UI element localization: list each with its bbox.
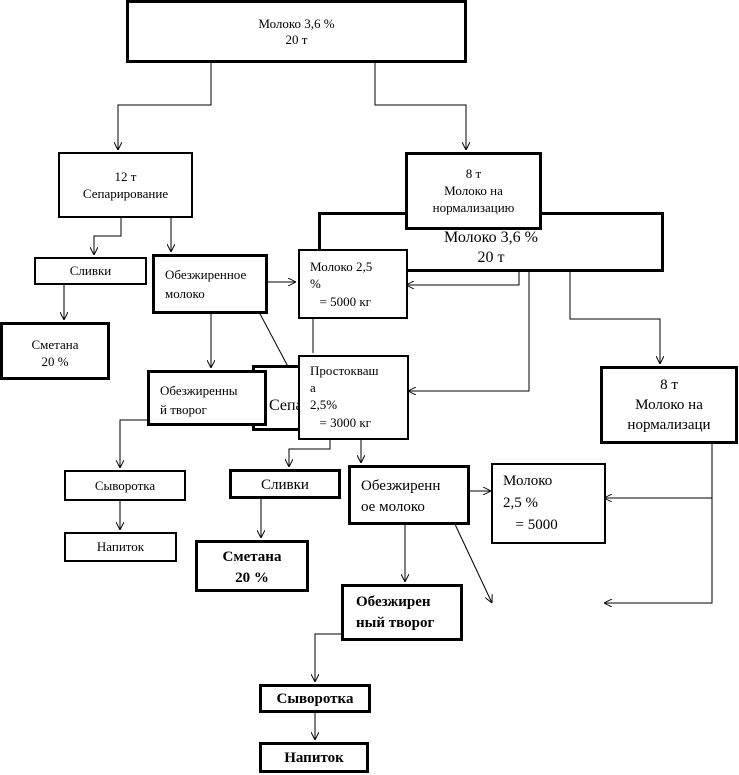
whey-2-label: Сыворотка <box>276 691 354 707</box>
sour-cream-2-line-1: Сметана <box>222 549 282 565</box>
milk-2-5-line-1: Молоко 2,5 <box>310 259 373 274</box>
whey-label: Сыворотка <box>94 478 156 493</box>
skim-curd-2-line-2: ный творог <box>356 615 435 631</box>
arrow-norm-to-prostokvasha <box>408 230 530 391</box>
whey-box: Сыворотка <box>64 470 186 501</box>
cream-2-label: Сливки <box>261 477 309 493</box>
separation-line-1: 12 т <box>114 169 137 184</box>
milk-2-5-b-line-1: Молоко <box>503 473 553 489</box>
arrow-sep-to-cream <box>94 218 122 255</box>
skim-milk-2-line-2: ое молоко <box>361 499 425 515</box>
prostokvasha-line-1: Простокваш <box>310 363 379 378</box>
skim-curd-2-line-1: Обезжирен <box>356 594 431 610</box>
milk-2-5-box: Молоко 2,5 % = 5000 кг <box>298 249 408 319</box>
normalization-2-line-3: нормализаци <box>627 417 711 433</box>
prostokvasha-line-3: 2,5% <box>310 397 338 412</box>
skim-milk-2-line-1: Обезжиренн <box>361 478 441 494</box>
arrow-skim2-diagonal <box>452 519 492 603</box>
normalization-2-line-2: Молоко на <box>635 397 703 413</box>
normalization-box-2: 8 т Молоко на нормализаци <box>600 366 738 444</box>
line-milk25-to-prostokvasha <box>312 317 406 353</box>
normalization-box: 8 т Молоко на нормализацию <box>405 152 542 230</box>
sour-cream-line-1: Сметана <box>31 337 79 352</box>
skim-curd-box: Обезжиренны й творог <box>147 370 267 426</box>
milk-background-line-2: 20 т <box>477 249 505 266</box>
arrow-milk-to-separation <box>118 62 212 150</box>
milk-2-5-b-line-2: 2,5 % <box>503 495 538 511</box>
milk-2-5-line-2: % <box>310 276 321 291</box>
skim-milk-line-2: молоко <box>165 286 205 301</box>
cream-box-2: Сливки <box>229 469 341 499</box>
whole-milk-line-2: 20 т <box>285 32 308 47</box>
skim-milk-box-2: Обезжиренн ое молоко <box>348 465 470 525</box>
skim-milk-line-1: Обезжиренное <box>165 267 247 282</box>
drink-box-2: Напиток <box>259 742 369 773</box>
arrow-curd-to-whey <box>120 419 147 468</box>
skim-curd-line-2: й творог <box>160 402 207 417</box>
milk-2-5-box-2: Молоко 2,5 % = 5000 <box>491 463 606 544</box>
arrow-prost-to-cream2 <box>289 439 331 467</box>
separation-line-2: Сепарирование <box>82 186 169 201</box>
cream-label: Сливки <box>69 263 112 278</box>
arrow-milk-to-normalization <box>374 62 466 150</box>
drink-box: Напиток <box>64 532 177 562</box>
skim-milk-box: Обезжиренное молоко <box>152 254 268 314</box>
whole-milk-box: Молоко 3,6 % 20 т <box>126 0 467 63</box>
arrow-norm2-to-milk25b <box>604 443 713 498</box>
milk-2-5-b-line-3: = 5000 <box>493 517 558 533</box>
normalization-2-line-1: 8 т <box>660 377 678 393</box>
drink-label: Напиток <box>96 539 145 554</box>
cream-box: Сливки <box>34 257 147 285</box>
drink-2-label: Напиток <box>284 750 344 766</box>
sour-cream-2-line-2: 20 % <box>235 570 269 586</box>
normalization-line-2: Молоко на <box>444 183 503 198</box>
prostokvasha-line-4: = 3000 кг <box>300 415 371 430</box>
normalization-line-3: нормализацию <box>432 200 515 215</box>
whole-milk-line-1: Молоко 3,6 % <box>258 16 335 31</box>
sour-cream-box: Сметана 20 % <box>0 322 110 380</box>
sour-cream-line-2: 20 % <box>41 354 69 369</box>
prostokvasha-line-2: а <box>310 380 316 395</box>
arrow-norm2-bottom <box>604 498 713 603</box>
normalization-line-1: 8 т <box>465 166 482 181</box>
separation-box: 12 т Сепарирование <box>58 152 193 218</box>
sour-cream-box-2: Сметана 20 % <box>195 540 309 592</box>
separation-background-label: Сепа <box>269 397 303 414</box>
whey-box-2: Сыворотка <box>259 684 371 713</box>
prostokvasha-box: Простокваш а 2,5% = 3000 кг <box>298 355 409 440</box>
milk-background-line-1: Молоко 3,6 % <box>444 229 538 246</box>
arrow-curd2-to-whey2 <box>315 633 341 682</box>
skim-curd-line-1: Обезжиренны <box>160 383 238 398</box>
skim-curd-box-2: Обезжирен ный творог <box>341 584 463 641</box>
arrow-bg-to-norm2 <box>569 272 660 364</box>
milk-2-5-line-3: = 5000 кг <box>300 294 371 309</box>
